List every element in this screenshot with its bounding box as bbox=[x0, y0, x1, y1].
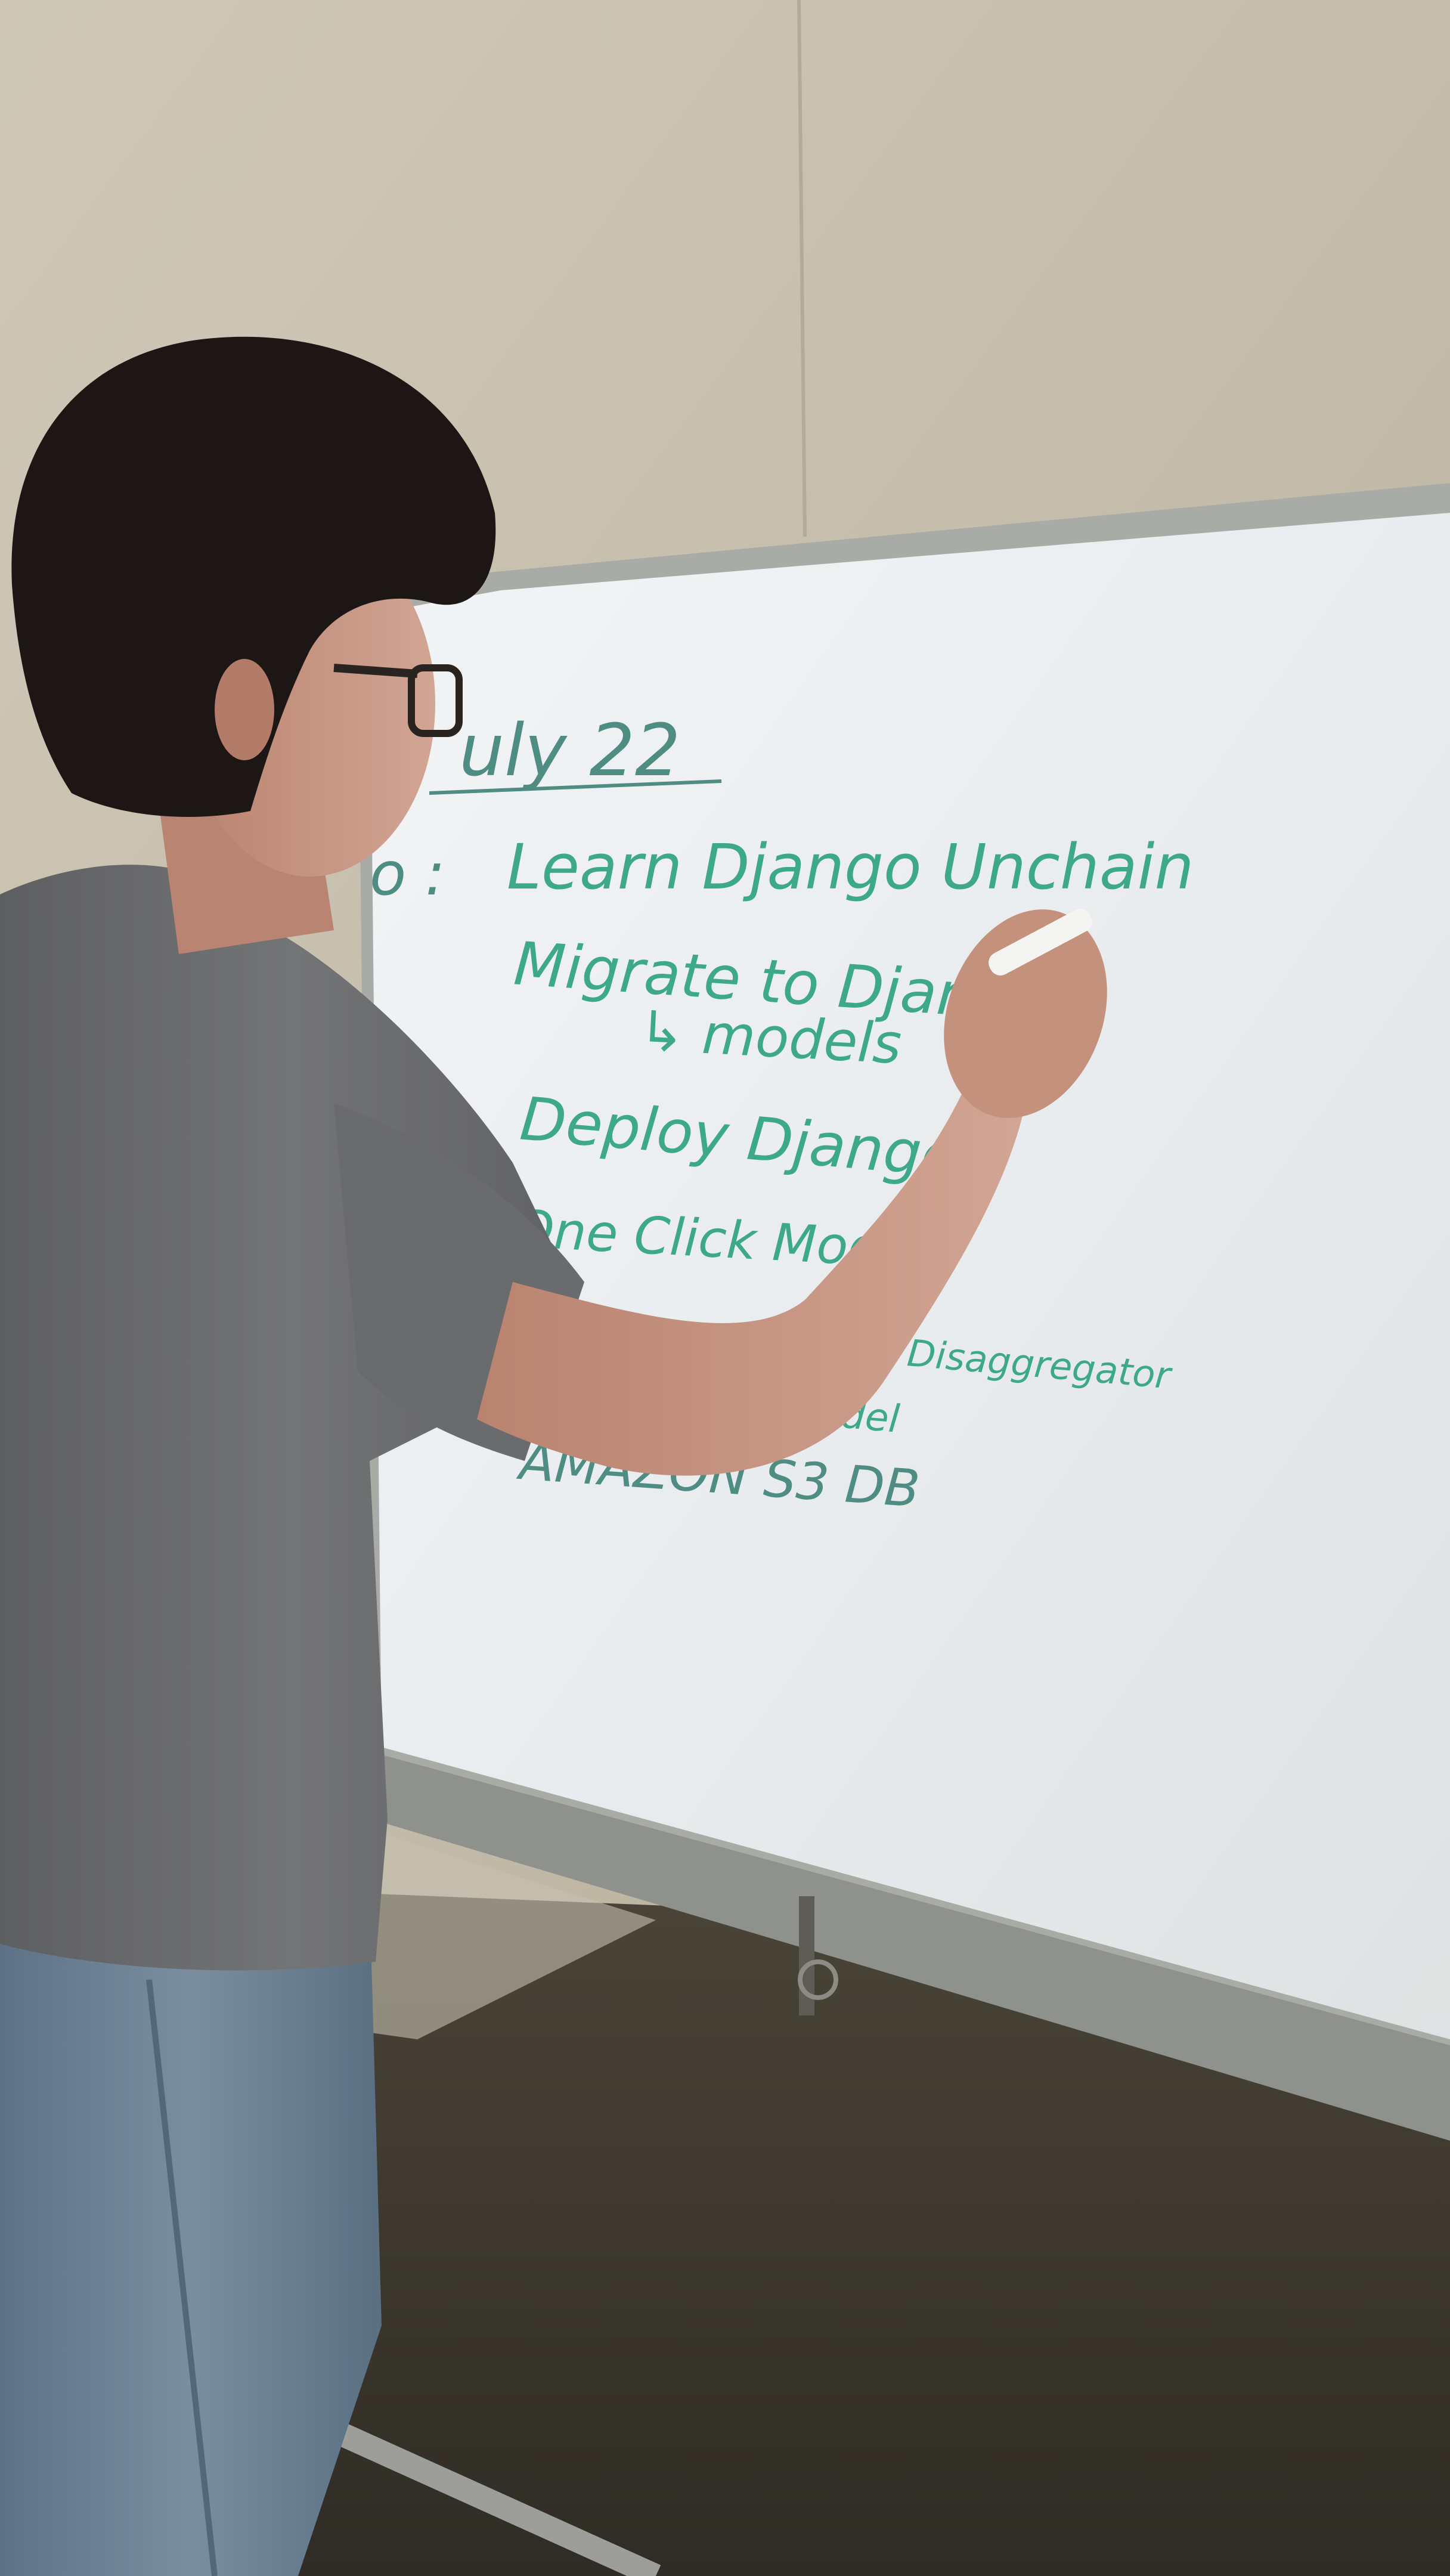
arm bbox=[477, 1085, 1025, 1476]
glasses bbox=[333, 664, 463, 737]
board-line-3: ↳ models bbox=[637, 999, 903, 1076]
jeans-seam bbox=[146, 1979, 218, 2576]
floor-light-patch bbox=[334, 1819, 656, 2039]
date-underline bbox=[429, 779, 722, 795]
date-heading: uly 22 bbox=[459, 710, 680, 792]
hand bbox=[944, 909, 1107, 1118]
board-line-1: Learn Django Unchain bbox=[507, 831, 1194, 903]
marker bbox=[989, 909, 1092, 976]
todo-prefix: o : bbox=[370, 839, 445, 909]
stand-ring bbox=[798, 1959, 838, 2000]
hair bbox=[11, 336, 496, 817]
whiteboard-tray bbox=[370, 1753, 1450, 2141]
shirt bbox=[0, 865, 584, 1971]
stand-base bbox=[281, 2398, 661, 2576]
ear bbox=[215, 659, 274, 760]
jeans bbox=[0, 1896, 382, 2576]
wall-seam bbox=[797, 0, 807, 537]
person bbox=[0, 336, 1107, 2576]
